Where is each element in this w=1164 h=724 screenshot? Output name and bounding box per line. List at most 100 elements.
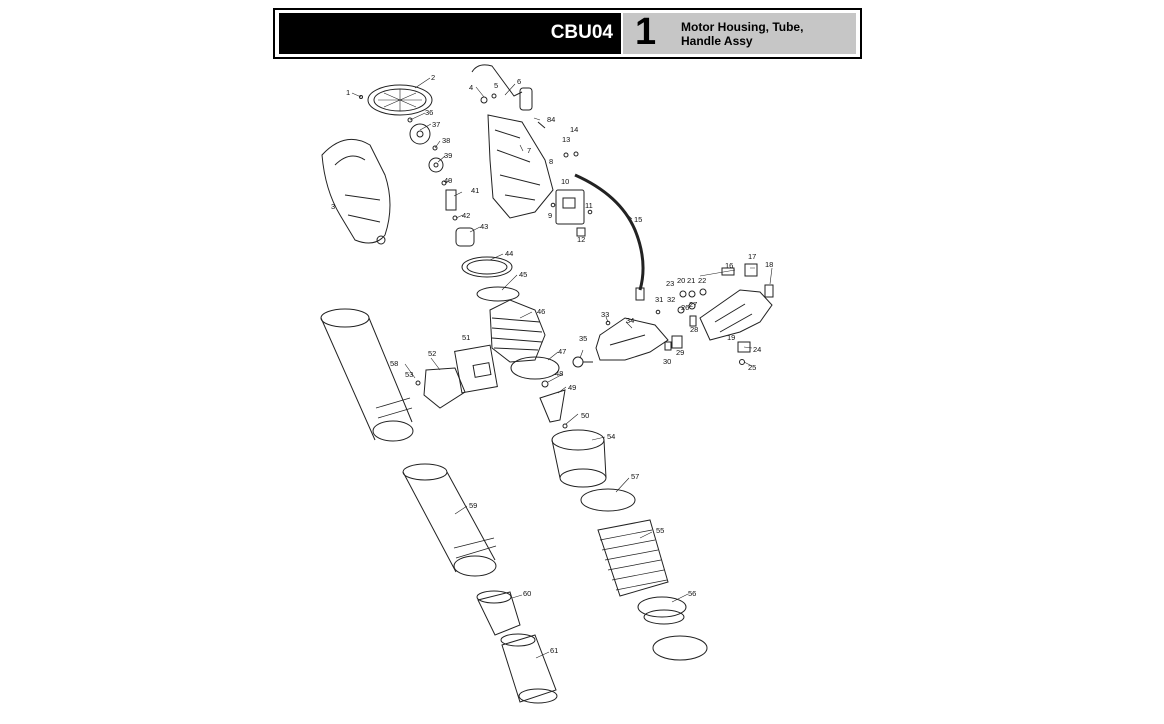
callout: 57 <box>631 472 639 481</box>
callout: 29 <box>676 348 684 357</box>
callout: 6 <box>517 77 521 86</box>
callout: 13 <box>562 135 570 144</box>
callout: 15 <box>634 215 642 224</box>
callout: 53 <box>405 370 413 379</box>
part-switch-blocks <box>721 263 774 298</box>
callout: 22 <box>698 276 706 285</box>
part-label-51 <box>454 344 498 394</box>
callout: 28 <box>690 325 698 334</box>
part-cord-clip <box>471 64 546 129</box>
callout: 8 <box>549 157 553 166</box>
part-blower-tube-58 <box>320 308 414 442</box>
callout: 31 <box>655 295 663 304</box>
part-housing-half <box>321 138 391 245</box>
callout: 46 <box>537 307 545 316</box>
callout: 1 <box>346 88 350 97</box>
part-collar-60 <box>476 590 521 636</box>
callout: 43 <box>480 222 488 231</box>
part-ring-45 <box>476 286 520 302</box>
callout: 27 <box>689 300 697 309</box>
callout: 45 <box>519 270 527 279</box>
part-screw-53 <box>415 380 421 386</box>
section-title-line-1: Motor Housing, Tube, <box>681 20 804 34</box>
callout: 21 <box>687 276 695 285</box>
callout: 25 <box>748 363 756 372</box>
callout: 40 <box>444 176 452 185</box>
callout: 61 <box>550 646 558 655</box>
part-ring-56 <box>637 596 687 618</box>
callout: 54 <box>607 432 615 441</box>
part-ring-57 <box>580 488 636 512</box>
callout: 38 <box>442 136 450 145</box>
callout: 50 <box>581 411 589 420</box>
callout: 11 <box>585 201 593 210</box>
part-intake-grille <box>367 84 433 116</box>
part-flex-hose-55 <box>597 519 669 597</box>
part-knob <box>572 356 593 368</box>
callout: 16 <box>725 261 733 270</box>
callout: 20 <box>677 276 685 285</box>
callout: 12 <box>577 235 585 244</box>
parts-line-art <box>320 64 774 704</box>
callout: 49 <box>568 383 576 392</box>
header-model-block: CBU04 <box>279 13 621 54</box>
callout: 37 <box>432 120 440 129</box>
part-screw-48 <box>541 380 549 388</box>
part-switch-plate <box>550 151 593 237</box>
callout: 30 <box>663 357 671 366</box>
callout: 51 <box>462 333 470 342</box>
part-ring-47 <box>510 356 560 380</box>
callout: 36 <box>425 108 433 117</box>
leader-lines <box>351 77 773 659</box>
section-title: Motor Housing, Tube, Handle Assy <box>681 20 851 48</box>
callout: 2 <box>431 73 435 82</box>
part-handle-base <box>595 317 669 361</box>
callout: 18 <box>765 260 773 269</box>
callout: 32 <box>667 295 675 304</box>
callout: 19 <box>727 333 735 342</box>
callout: 41 <box>471 186 479 195</box>
callout: 3 <box>331 202 335 211</box>
header-frame: CBU04 1 Motor Housing, Tube, Handle Assy <box>273 8 862 59</box>
callout: 39 <box>444 151 452 160</box>
part-power-cable <box>574 173 645 291</box>
callout: 56 <box>688 589 696 598</box>
part-tube-59 <box>402 463 497 577</box>
callout: 47 <box>558 347 566 356</box>
callout: 58 <box>390 359 398 368</box>
part-ring-44 <box>461 256 513 278</box>
callout: 44 <box>505 249 513 258</box>
callout: 23 <box>666 279 674 288</box>
callout: 17 <box>748 252 756 261</box>
callout: 59 <box>469 501 477 510</box>
callout: 84 <box>547 115 555 124</box>
callout: 10 <box>561 177 569 186</box>
section-number: 1 <box>635 11 657 53</box>
model-number: CBU04 <box>550 22 613 43</box>
callout: 33 <box>601 310 609 319</box>
callout: 52 <box>428 349 436 358</box>
header-section-block: 1 Motor Housing, Tube, Handle Assy <box>623 11 856 54</box>
part-bracket-52 <box>423 367 466 409</box>
part-cable-plug <box>635 287 645 301</box>
section-title-line-2: Handle Assy <box>681 34 753 48</box>
part-main-housing <box>487 114 554 219</box>
part-nozzle-61 <box>500 633 558 704</box>
part-ring-56b <box>652 635 708 661</box>
part-fan <box>359 95 475 247</box>
part-screw-50 <box>562 423 568 429</box>
callout: 7 <box>527 146 531 155</box>
callout: 9 <box>548 211 552 220</box>
callout-labels: 1 2 3 4 5 6 84 7 8 9 10 11 12 13 14 15 1… <box>331 73 773 655</box>
callout: 34 <box>626 316 634 325</box>
callout: 5 <box>494 81 498 90</box>
callout: 14 <box>570 125 578 134</box>
callout: 55 <box>656 526 664 535</box>
part-motor <box>489 299 546 363</box>
callout: 4 <box>469 83 473 92</box>
part-trigger-assembly <box>605 288 707 351</box>
callout: 48 <box>555 369 563 378</box>
part-nozzle-cone-49 <box>539 389 566 423</box>
callout: 24 <box>753 345 761 354</box>
